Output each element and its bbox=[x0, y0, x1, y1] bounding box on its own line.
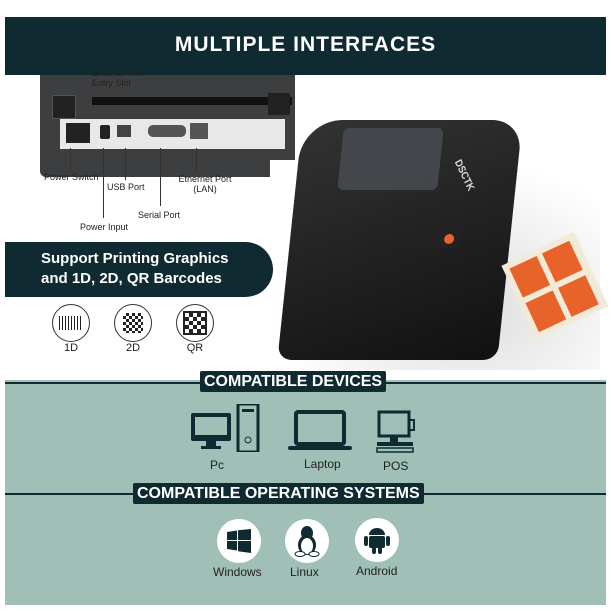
bracket bbox=[268, 93, 290, 115]
barcode-label bbox=[542, 240, 583, 283]
leader-line bbox=[125, 148, 126, 180]
power-switch bbox=[66, 123, 90, 143]
leader-line bbox=[160, 148, 161, 206]
port-plate bbox=[60, 119, 285, 149]
barcode-2d-label: 2D bbox=[125, 342, 141, 354]
serial-port-label: Serial Port bbox=[138, 210, 181, 220]
barcode-support-banner: Support Printing Graphics and 1D, 2D, QR… bbox=[5, 242, 273, 297]
printer-body: DSCTK bbox=[277, 120, 523, 360]
fan-vent-icon bbox=[52, 95, 76, 119]
usb-port-label: USB Port bbox=[107, 182, 145, 192]
usb-port bbox=[117, 125, 131, 137]
pos-terminal-icon bbox=[376, 410, 418, 454]
serial-port bbox=[148, 125, 186, 137]
datamatrix-icon bbox=[114, 304, 152, 342]
qr-code-icon bbox=[176, 304, 214, 342]
title-banner: MULTIPLE INTERFACES bbox=[5, 17, 606, 75]
pos-label: POS bbox=[383, 459, 409, 473]
support-line-1: Support Printing Graphics bbox=[41, 250, 229, 267]
control-panel bbox=[419, 230, 462, 248]
barcode-qr-label: QR bbox=[186, 342, 204, 354]
android-label: Android bbox=[356, 564, 398, 578]
laptop-icon bbox=[288, 410, 352, 452]
barcode-label bbox=[558, 275, 599, 317]
barcode-label bbox=[525, 290, 567, 333]
roll-entry-slot bbox=[92, 97, 292, 105]
power-input-label: Power Input bbox=[80, 222, 129, 232]
barcode-label bbox=[509, 255, 551, 298]
android-icon bbox=[355, 518, 399, 562]
printer-window bbox=[337, 128, 444, 190]
barcode-qr: QR bbox=[176, 304, 214, 354]
leader-line bbox=[70, 148, 71, 170]
power-input-jack bbox=[100, 125, 110, 139]
support-line-2: and 1D, 2D, QR Barcodes bbox=[41, 270, 222, 287]
roll-slot-label: External Roll Entry Slot bbox=[92, 68, 144, 88]
ethernet-port bbox=[190, 123, 208, 139]
barcode-1d: 1D bbox=[52, 304, 90, 354]
desktop-pc-icon bbox=[188, 404, 260, 452]
ethernet-port-label: Ethernet Port (LAN) bbox=[178, 174, 232, 194]
power-switch-label: Power Switch bbox=[44, 172, 99, 182]
leader-line bbox=[103, 148, 104, 218]
feed-button bbox=[443, 234, 455, 244]
barcode-2d: 2D bbox=[114, 304, 152, 354]
leader-line bbox=[196, 148, 197, 172]
windows-label: Windows bbox=[213, 565, 262, 579]
barcode-icon bbox=[52, 304, 90, 342]
linux-label: Linux bbox=[290, 565, 319, 579]
laptop-label: Laptop bbox=[304, 457, 341, 471]
pc-label: Pc bbox=[210, 458, 225, 472]
printer-rear-panel bbox=[40, 75, 295, 177]
barcode-1d-label: 1D bbox=[63, 342, 79, 354]
devices-heading: COMPATIBLE DEVICES bbox=[200, 371, 387, 392]
printer-brand-logo: DSCTK bbox=[451, 157, 477, 194]
os-heading: COMPATIBLE OPERATING SYSTEMS bbox=[133, 483, 424, 504]
linux-tux-icon bbox=[285, 519, 329, 563]
windows-icon bbox=[217, 519, 261, 563]
